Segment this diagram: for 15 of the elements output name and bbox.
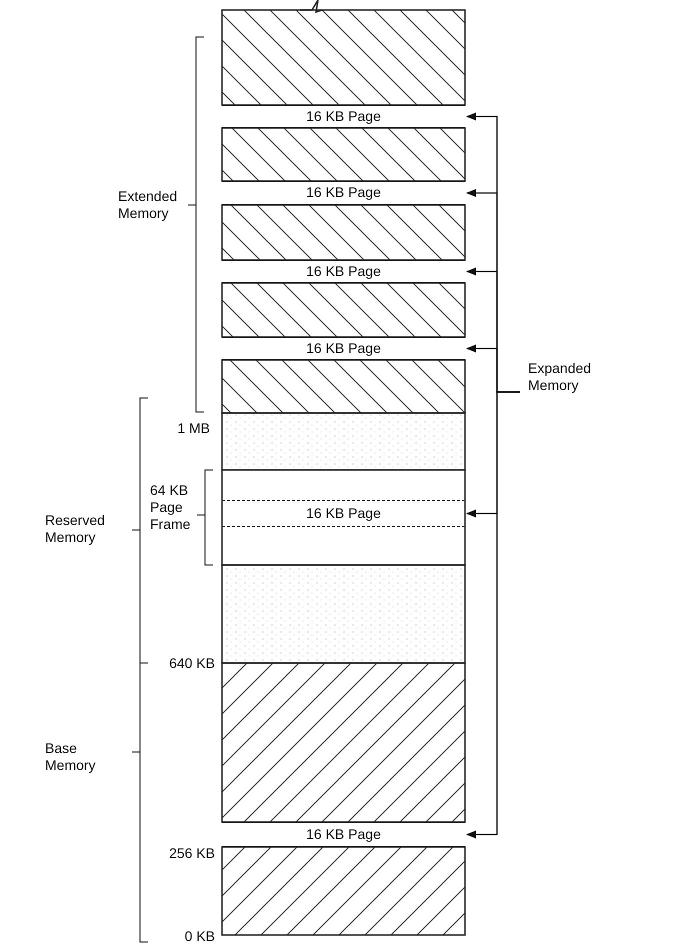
address-label: 1 MB (176, 420, 210, 437)
memory-page-band: 16 KB Page (222, 822, 465, 847)
region-label: Reserved Memory (45, 512, 106, 546)
region-label: 64 KB Page Frame (150, 482, 192, 533)
address-label: 640 KB (168, 655, 215, 672)
region-label: Extended Memory (118, 188, 178, 222)
address-label: 256 KB (168, 845, 215, 862)
region-label: Base Memory (45, 740, 97, 774)
memory-page-band: 16 KB Page (222, 260, 465, 283)
address-label: 0 KB (184, 928, 215, 945)
memory-page-band: 16 KB Page (222, 181, 465, 205)
region-label: Expanded Memory (528, 360, 598, 394)
memory-page-band: 16 KB Page (222, 105, 465, 128)
arrow (466, 391, 520, 838)
memory-page-band: 16 KB Page (222, 337, 465, 360)
